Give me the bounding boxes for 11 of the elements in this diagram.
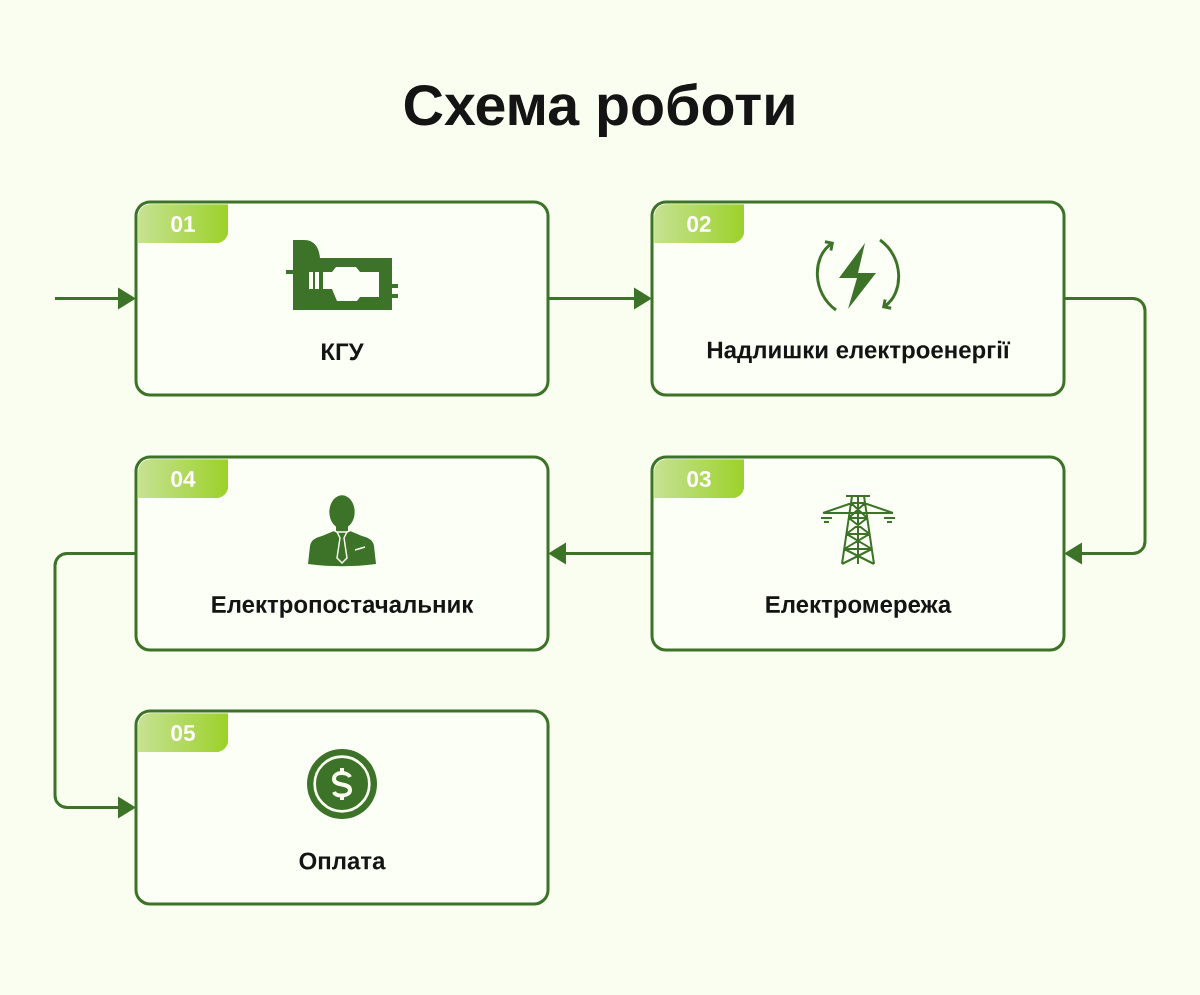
number-tab: 02 [654,204,744,243]
title: Схема роботи [404,83,794,137]
number-tab: 04 [138,459,228,498]
number-tab: 05 [138,713,228,752]
step-label: Електропостачальник [212,596,474,618]
step-label: КГУ [322,343,364,361]
step-label: Оплата [299,852,386,870]
number-tab: 01 [138,204,228,243]
number-tab: 03 [654,459,744,498]
step-label: Надлишки електроенергії [707,340,1011,364]
step-label: Електромережа [766,596,952,618]
